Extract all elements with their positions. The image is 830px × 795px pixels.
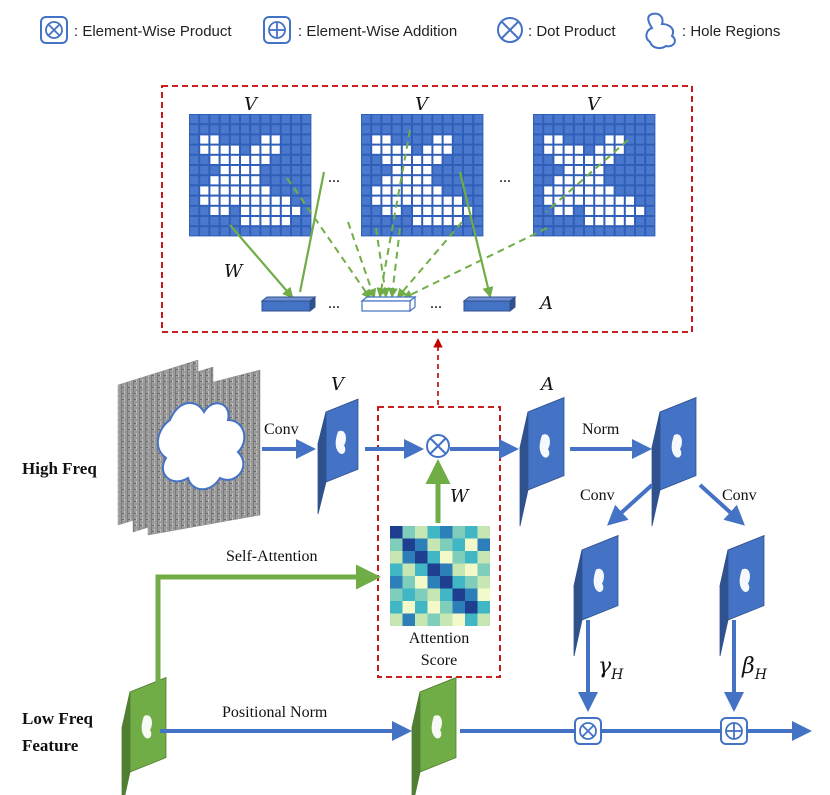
attention-output-vector-1 — [260, 295, 317, 313]
top-ellipsis-1: ... — [328, 169, 340, 186]
top-connection-arrows — [229, 129, 629, 300]
self-attention-label: Self-Attention — [226, 548, 318, 565]
beta-label: βH — [741, 654, 768, 683]
hole-region-legend-icon — [645, 12, 676, 50]
beta-feature-map — [719, 534, 765, 657]
high-freq-image-stack — [117, 359, 261, 536]
conv-left-arrow — [607, 483, 654, 526]
element-wise-product-legend-icon — [40, 16, 68, 44]
top-ellipsis-4: ... — [430, 295, 442, 312]
element-wise-product-icon — [574, 717, 602, 745]
conv-right-arrow — [698, 483, 745, 526]
attention-score-label-line2: Score — [421, 652, 457, 669]
normalized-low-freq-feature-map — [411, 676, 457, 795]
attention-score-label-line1: Attention — [409, 630, 469, 647]
positional-norm-label: Positional Norm — [222, 704, 328, 721]
value-grid-3 — [533, 114, 656, 237]
high-freq-label: High Freq — [22, 459, 97, 478]
legend-hole-regions: : Hole Regions — [682, 23, 780, 40]
conv-label-right: Conv — [722, 487, 757, 504]
attention-score-heatmap — [390, 526, 490, 626]
dot-product-icon — [426, 434, 450, 458]
attention-score-panel — [377, 406, 501, 678]
legend-element-wise-product: : Element-Wise Product — [74, 23, 232, 40]
value-grid-2 — [361, 114, 484, 237]
v-label: V — [331, 374, 346, 395]
element-wise-addition-legend-icon — [263, 16, 291, 44]
gamma-feature-map — [573, 534, 619, 657]
gamma-label: γH — [598, 654, 624, 683]
legend-element-wise-addition: : Element-Wise Addition — [298, 23, 457, 40]
value-feature-map — [317, 398, 359, 515]
low-freq-label-line2: Feature — [22, 736, 79, 755]
value-aggregation-panel — [161, 85, 693, 333]
attention-output-vector-3 — [462, 295, 517, 313]
top-ellipsis-3: ... — [328, 295, 340, 312]
element-wise-addition-icon — [720, 717, 748, 745]
legend: : Element-Wise Product : Element-Wise Ad… — [40, 12, 780, 50]
top-a-label: A — [538, 293, 553, 314]
top-v-label-2: V — [415, 94, 430, 115]
w-label: W — [450, 486, 470, 507]
attention-output-feature-map — [519, 396, 565, 527]
a-label: A — [539, 374, 554, 395]
self-attention-arrow — [155, 564, 381, 682]
top-v-label-1: V — [244, 94, 259, 115]
conv-label-left: Conv — [580, 487, 615, 504]
hole-region-icon — [156, 402, 246, 491]
legend-dot-product: : Dot Product — [528, 23, 616, 40]
low-freq-label-line1: Low Freq — [22, 709, 94, 728]
low-freq-feature-map — [121, 676, 167, 795]
normalized-feature-map — [651, 396, 697, 527]
top-v-label-3: V — [587, 94, 602, 115]
dot-product-legend-icon — [497, 17, 523, 43]
value-grid-1 — [189, 114, 312, 237]
conv-label-1: Conv — [264, 421, 299, 438]
top-w-label: W — [224, 261, 244, 282]
top-ellipsis-2: ... — [499, 169, 511, 186]
norm-label: Norm — [582, 421, 620, 438]
attention-output-vector-target — [360, 295, 417, 313]
